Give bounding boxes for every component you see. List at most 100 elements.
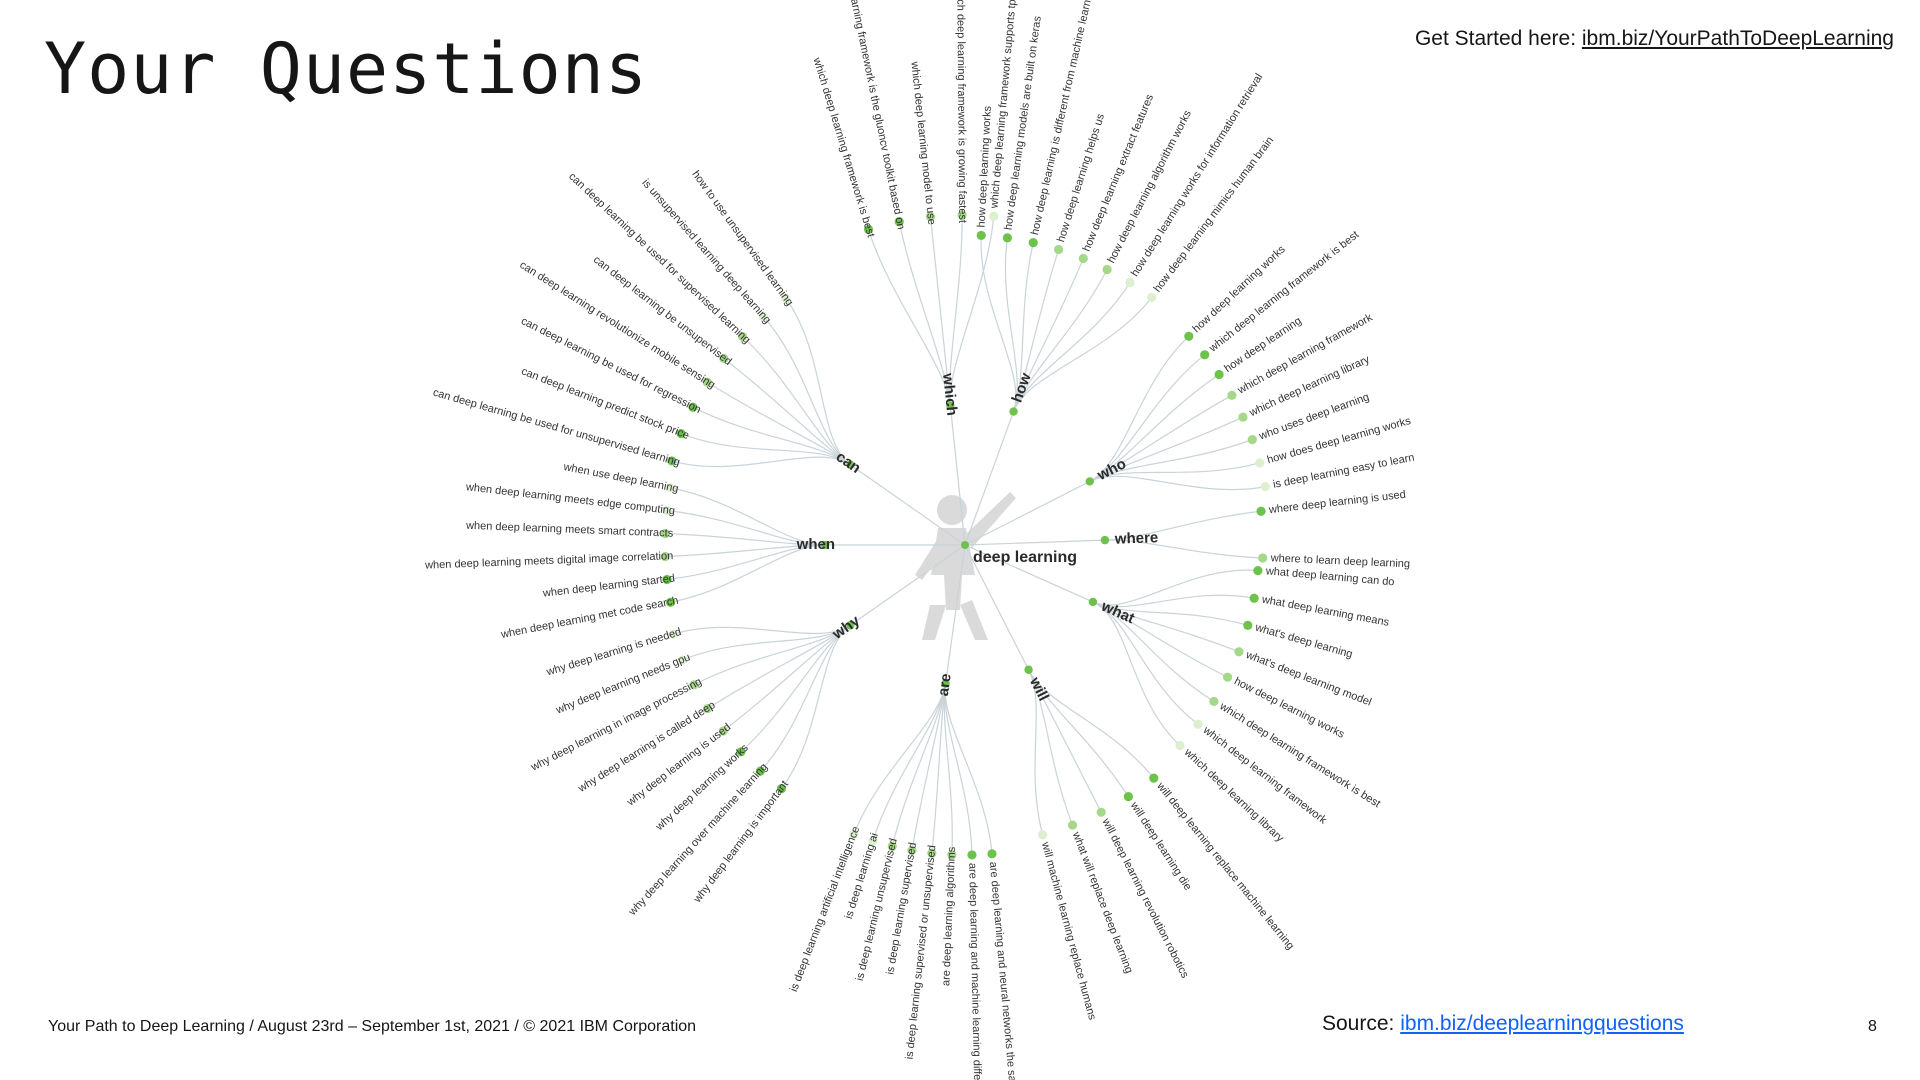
leaf-link xyxy=(1089,416,1244,482)
leaf-node[interactable] xyxy=(1067,820,1078,830)
leaf-node[interactable] xyxy=(662,505,672,516)
leaf-node[interactable] xyxy=(1078,253,1088,264)
branch-link xyxy=(964,411,1015,546)
leaf-node[interactable] xyxy=(1238,412,1248,422)
branch-node-where[interactable] xyxy=(1100,535,1110,545)
leaf-node[interactable] xyxy=(863,224,874,235)
leaf-node[interactable] xyxy=(1184,331,1194,341)
leaf-node[interactable] xyxy=(660,528,670,539)
leaf-node[interactable] xyxy=(1258,553,1268,563)
leaf-link xyxy=(1004,237,1018,412)
leaf-node[interactable] xyxy=(967,850,977,860)
source-link[interactable]: ibm.biz/deeplearningquestions xyxy=(1400,1012,1684,1035)
leaf-node[interactable] xyxy=(868,836,878,846)
branch-node-who[interactable] xyxy=(1085,477,1094,486)
leaf-node[interactable] xyxy=(1028,238,1038,248)
leaf-node[interactable] xyxy=(719,353,729,364)
leaf-link xyxy=(943,683,953,855)
leaf-node[interactable] xyxy=(1146,292,1157,303)
leaf-node[interactable] xyxy=(758,311,768,321)
leaf-node[interactable] xyxy=(737,331,748,342)
leaf-link xyxy=(1089,462,1260,482)
leaf-node[interactable] xyxy=(1125,277,1135,288)
leaf-node[interactable] xyxy=(1200,350,1210,360)
leaf-node[interactable] xyxy=(1253,566,1263,576)
leaf-node[interactable] xyxy=(1038,830,1048,840)
leaf-link xyxy=(1092,601,1215,702)
leaf-node[interactable] xyxy=(1175,740,1185,751)
root-node[interactable] xyxy=(961,541,969,549)
leaf-label: which deep learning library xyxy=(1247,353,1372,419)
leaf-node[interactable] xyxy=(1096,807,1106,817)
leaf-node[interactable] xyxy=(1193,719,1203,729)
leaf-node[interactable] xyxy=(1002,233,1012,243)
leaf-node[interactable] xyxy=(702,703,713,714)
leaf-node[interactable] xyxy=(987,849,997,859)
leaf-node[interactable] xyxy=(947,850,957,860)
leaf-node[interactable] xyxy=(702,377,712,387)
leaf-node[interactable] xyxy=(718,726,728,736)
leaf-node[interactable] xyxy=(887,841,897,851)
leaf-node[interactable] xyxy=(894,217,904,227)
leaf-link xyxy=(1092,569,1258,606)
leaf-node[interactable] xyxy=(1255,458,1265,468)
leaf-node[interactable] xyxy=(776,783,787,794)
leaf-label: when deep learning meets smart contracts xyxy=(465,520,674,540)
branch-node-why[interactable] xyxy=(846,621,855,630)
leaf-link xyxy=(949,215,963,406)
leaf-node[interactable] xyxy=(1256,506,1266,516)
leaf-node[interactable] xyxy=(1223,672,1233,682)
leaf-node[interactable] xyxy=(1102,264,1112,275)
leaf-node[interactable] xyxy=(1234,647,1244,657)
leaf-node[interactable] xyxy=(677,655,688,665)
leaf-node[interactable] xyxy=(1209,696,1219,707)
leaf-link xyxy=(666,544,826,581)
leaf-node[interactable] xyxy=(1123,792,1133,802)
branch-node-when[interactable] xyxy=(820,540,830,550)
branch-node-how[interactable] xyxy=(1009,407,1018,416)
leaf-node[interactable] xyxy=(927,848,937,858)
get-started-link[interactable]: ibm.biz/YourPathToDeepLearning xyxy=(1581,27,1894,50)
leaf-node[interactable] xyxy=(925,212,936,222)
leaf-link xyxy=(780,624,851,789)
branch-node-will[interactable] xyxy=(1024,665,1033,674)
leaf-node[interactable] xyxy=(667,456,677,466)
branch-link xyxy=(944,544,966,684)
leaf-node[interactable] xyxy=(1227,390,1237,400)
leaf-node[interactable] xyxy=(1243,620,1253,630)
leaf-node[interactable] xyxy=(689,680,699,690)
leaf-node[interactable] xyxy=(1247,435,1257,445)
branch-node-what[interactable] xyxy=(1088,597,1098,607)
leaf-node[interactable] xyxy=(665,483,676,493)
leaf-node[interactable] xyxy=(907,845,917,856)
leaf-label: when deep learning started xyxy=(541,573,675,600)
leaf-node[interactable] xyxy=(1260,482,1270,492)
leaf-node[interactable] xyxy=(957,210,967,220)
leaf-node[interactable] xyxy=(1053,244,1064,255)
leaf-node[interactable] xyxy=(688,402,698,412)
leaf-node[interactable] xyxy=(781,293,791,303)
leaf-link xyxy=(1089,394,1233,482)
leaf-link xyxy=(1028,669,1129,797)
leaf-node[interactable] xyxy=(676,428,686,439)
leaf-node[interactable] xyxy=(668,629,678,639)
leaf-link xyxy=(1092,594,1255,608)
leaf-node[interactable] xyxy=(755,766,765,776)
leaf-node[interactable] xyxy=(849,829,859,840)
leaf-link xyxy=(1013,249,1060,412)
leaf-node[interactable] xyxy=(976,230,986,241)
slide-title: Your Questions xyxy=(44,28,649,110)
leaf-node[interactable] xyxy=(736,747,746,757)
branch-link xyxy=(849,464,966,546)
branch-node-are[interactable] xyxy=(941,679,950,688)
branch-node-which[interactable] xyxy=(946,401,955,410)
leaf-node[interactable] xyxy=(1149,773,1159,783)
branch-node-can[interactable] xyxy=(846,460,855,469)
leaf-node[interactable] xyxy=(660,551,670,562)
leaf-node[interactable] xyxy=(1214,369,1224,380)
leaf-node[interactable] xyxy=(1249,593,1259,603)
leaf-node[interactable] xyxy=(989,211,999,221)
leaf-node[interactable] xyxy=(665,597,676,607)
leaf-node[interactable] xyxy=(662,574,672,585)
